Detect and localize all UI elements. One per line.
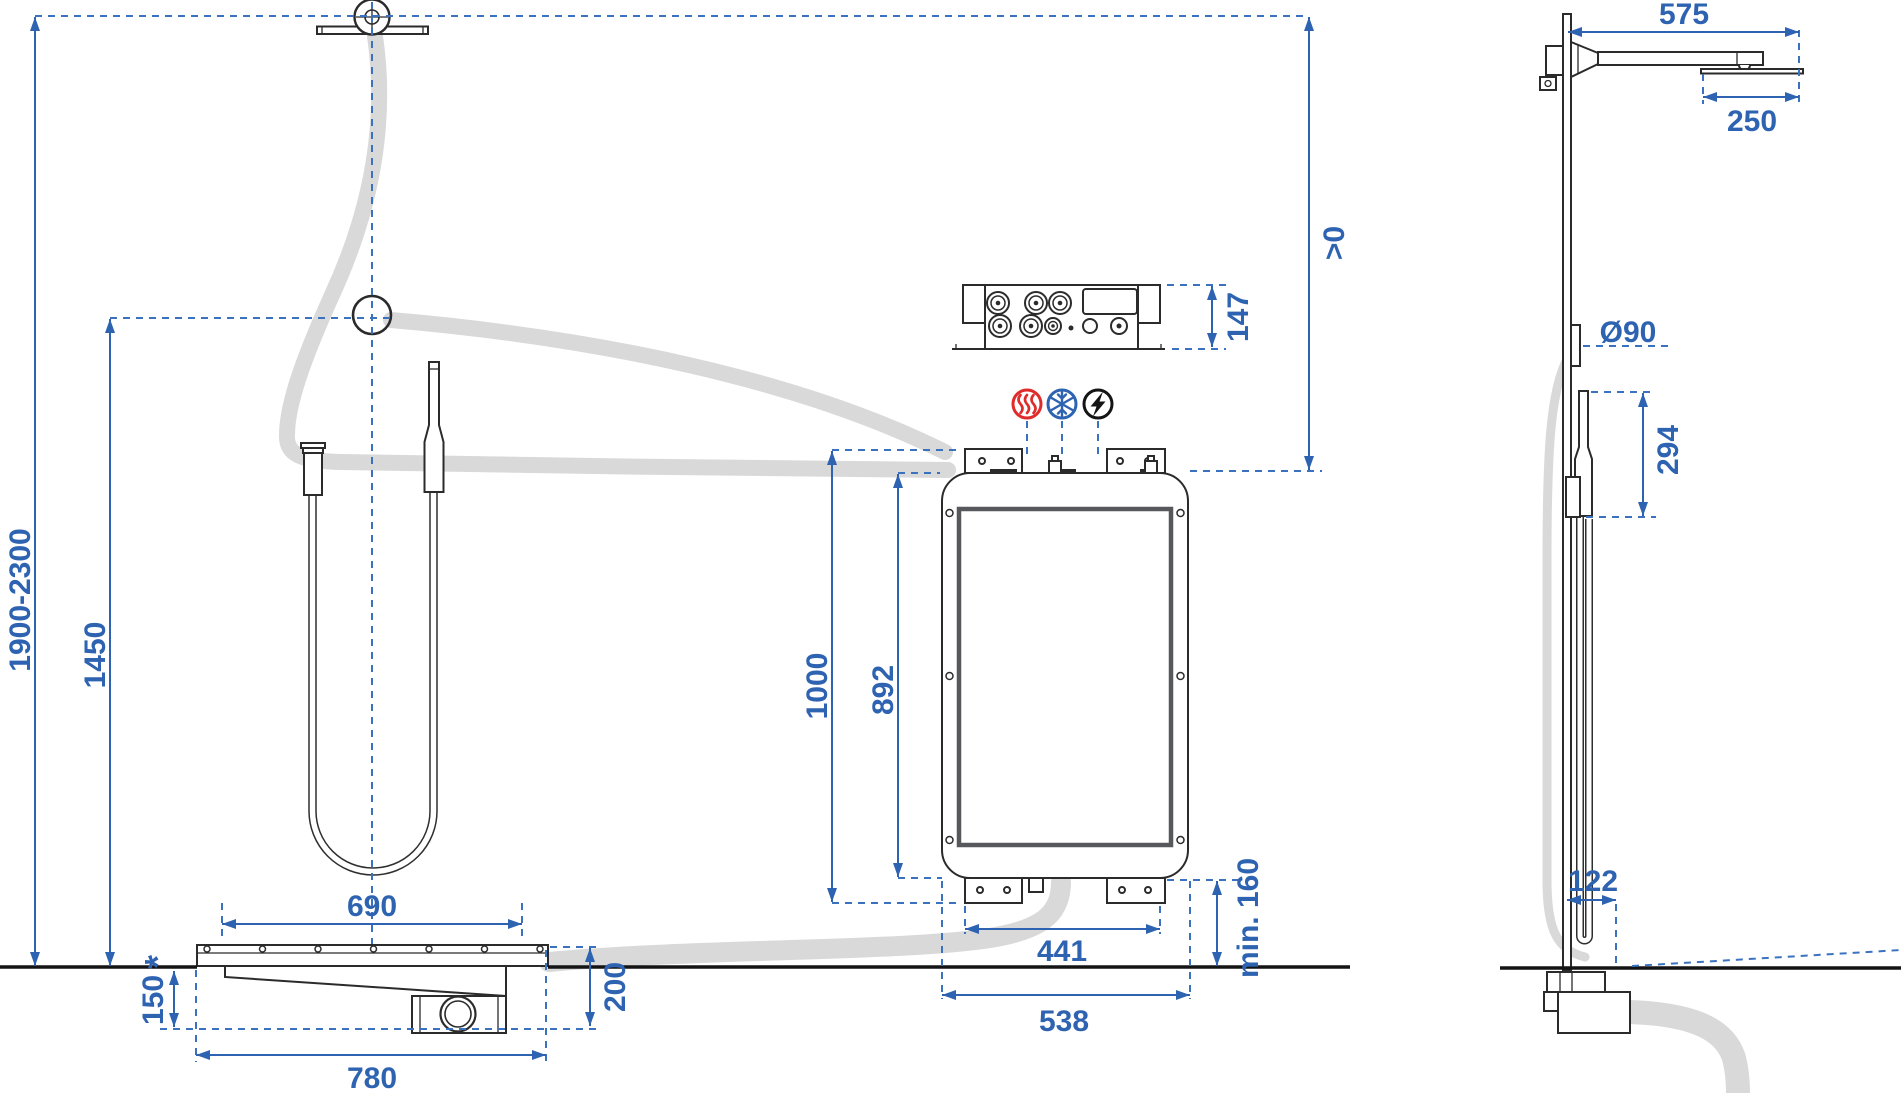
shower-head-side <box>1700 68 1804 75</box>
installation-box-inner-frame <box>956 506 1174 848</box>
arm-wall-bracket <box>1545 45 1564 76</box>
hand-shower-holder-side <box>1565 476 1581 518</box>
box-frame-screws <box>945 508 1185 845</box>
dim-head-width-label: 250 <box>1727 105 1777 138</box>
box-bottom-bracket-left <box>964 877 1023 904</box>
hose-outlet-to-box <box>383 312 953 460</box>
drain-grate <box>196 944 549 967</box>
drain-grate-screws <box>203 945 544 953</box>
dimension-labels: 1900-2300 1450 >0 147 1000 892 441 538 m… <box>4 0 1777 1093</box>
connection-box-flange-left <box>962 284 986 324</box>
shower-arm-side <box>1597 51 1764 66</box>
dim-drain-depth-note: * <box>137 955 178 969</box>
supply-icons <box>1011 388 1114 420</box>
dim-box-height-label: 892 <box>867 665 900 715</box>
cold-water-icon <box>1046 388 1078 420</box>
hot-water-icon <box>1011 388 1043 420</box>
side-view <box>1539 13 1804 1034</box>
spout-flange-side <box>1546 971 1606 993</box>
dim-box-mount-height-label: 1000 <box>801 653 834 720</box>
floor-drain <box>196 944 549 1034</box>
installation-box-front <box>941 448 1189 904</box>
arm-cone-connector <box>1570 40 1599 79</box>
installation-box-body <box>941 472 1189 879</box>
dim-connection-box-height-label: 147 <box>1222 292 1255 342</box>
flexible-hoses <box>278 28 1750 1093</box>
connection-ports <box>986 291 1128 338</box>
floor-slope-leader <box>1631 949 1901 967</box>
connection-box-bottom-view <box>952 284 1165 350</box>
box-top-fitting-left <box>1048 460 1062 474</box>
dim-box-width-label: 538 <box>1039 1005 1089 1038</box>
hose-sideview-spout <box>1616 1000 1750 1093</box>
dimension-lines <box>30 17 1799 1060</box>
dim-drain-depth-label: 150 <box>137 975 170 1025</box>
dim-box-floor-clearance-label: min. 160 <box>1232 858 1265 978</box>
hose-sideview-riser <box>1542 347 1590 962</box>
hose-box-to-drain <box>539 872 1071 972</box>
connection-box-flange-right <box>1137 284 1161 324</box>
dim-height-range-label: 1900-2300 <box>4 528 37 671</box>
dim-clearance-top-label: >0 <box>1318 226 1351 260</box>
hose-overhead-to-box <box>278 28 956 478</box>
floor-lines <box>0 965 1901 970</box>
hose-wall-connector <box>303 452 323 496</box>
dimension-leaders <box>35 2 1901 1062</box>
dim-drain-grate-label: 690 <box>347 890 397 923</box>
dim-spout-depth-label: 122 <box>1568 865 1618 898</box>
box-bottom-bracket-right <box>1106 877 1166 904</box>
dim-drain-offset-label: 200 <box>599 962 632 1012</box>
spout-body-side <box>1557 991 1631 1034</box>
dim-arm-length-label: 575 <box>1659 0 1709 31</box>
drain-channel-body <box>224 966 507 998</box>
box-top-fitting-right <box>1144 460 1158 474</box>
hand-shower-front <box>300 294 445 876</box>
dim-outlet-diameter-label: Ø90 <box>1600 316 1657 349</box>
hand-shower-handle <box>423 361 445 493</box>
box-bottom-stub <box>1028 877 1044 893</box>
connection-box-label-plate <box>1082 288 1138 315</box>
electricity-icon <box>1082 388 1114 420</box>
dim-outlet-height-label: 1450 <box>79 622 112 689</box>
dim-drain-total-label: 780 <box>347 1062 397 1093</box>
dim-hand-shower-label: 294 <box>1652 425 1685 475</box>
dim-box-mount-width-label: 441 <box>1037 935 1087 968</box>
wall-outlet-side <box>1570 324 1581 367</box>
